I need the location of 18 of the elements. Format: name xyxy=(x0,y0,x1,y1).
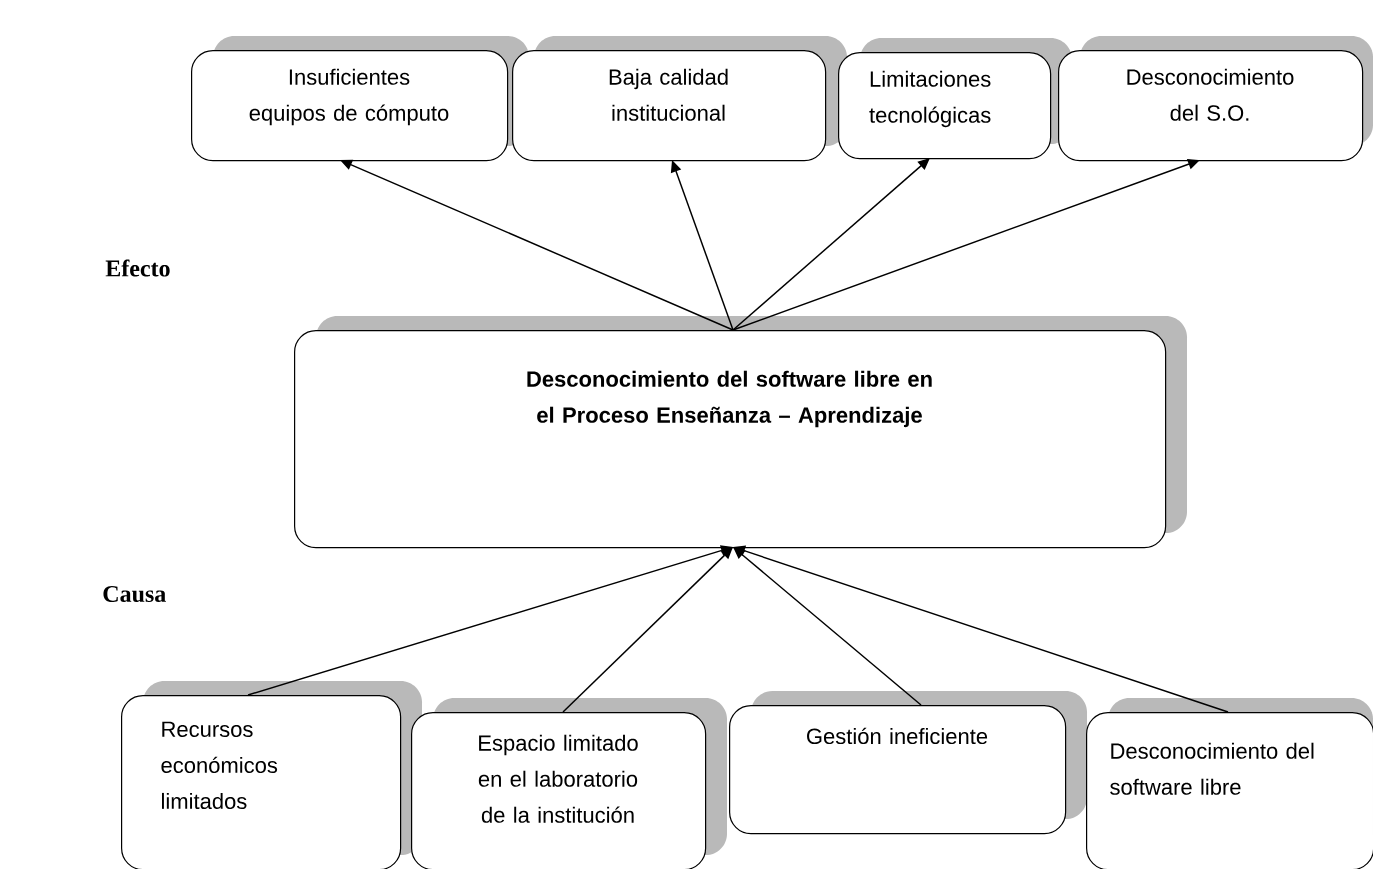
rounded-box: Desconocimiento del S.O. xyxy=(1058,36,1373,162)
rounded-box: Limitaciones tecnológicas xyxy=(838,38,1072,160)
rounded-box: Baja calidad institucional xyxy=(512,36,847,162)
arrow xyxy=(733,547,922,706)
arrow xyxy=(340,159,734,331)
rounded-box: Desconocimiento del software libre en el Proceso Enseñanza – Aprendizaje xyxy=(294,316,1187,549)
arrow xyxy=(670,160,734,331)
rounded-box: Espacio limitado en el laboratorio de la institución xyxy=(411,698,727,869)
arrow xyxy=(247,545,733,696)
arrow xyxy=(732,158,1200,331)
rounded-box: Gestión ineficiente xyxy=(729,691,1087,835)
side-label: Causa xyxy=(103,585,166,603)
arrow xyxy=(732,158,930,331)
side-label: Efecto xyxy=(105,259,170,277)
rounded-box: Desconocimiento del software libre xyxy=(1086,698,1373,869)
rounded-box: Insuficientes equipos de cómputo xyxy=(191,36,529,162)
arrow xyxy=(562,547,733,713)
rounded-box: Recursos económicos limitados xyxy=(121,681,422,869)
